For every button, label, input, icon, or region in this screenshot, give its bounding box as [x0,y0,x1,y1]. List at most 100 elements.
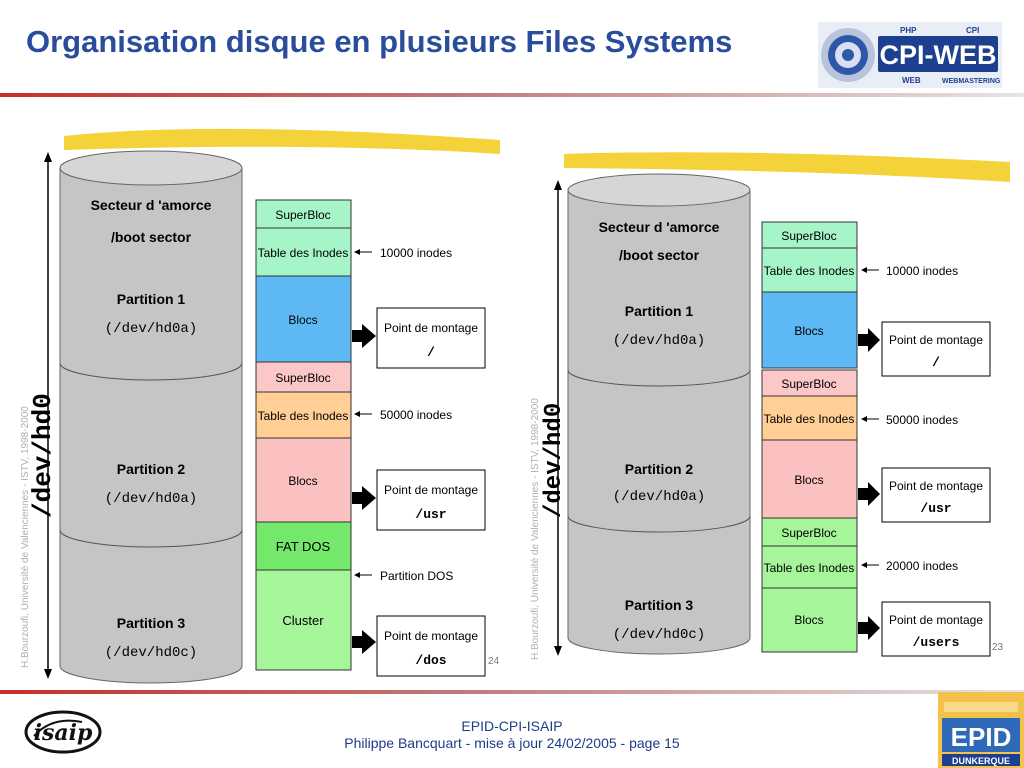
left-block-inodes-2-label: Table des Inodes [258,409,349,423]
right-divider-2 [567,515,751,533]
left-partition2-dev: (/dev/hd0a) [105,491,197,507]
right-mount-1-label: Point de montage [889,333,983,347]
right-block-inodes-3-label: Table des Inodes [764,561,855,575]
left-divider-2 [59,529,243,548]
right-mount-box-1 [881,321,991,377]
right-mount-box-3 [881,601,991,657]
left-mount-1-label: Point de montage [384,321,478,335]
left-divider-1 [59,362,243,381]
left-block-blocs-2 [255,437,352,523]
right-page-number: 23 [992,642,1004,653]
left-highlight-stroke [64,128,500,154]
right-block-blocs-2-label: Blocs [794,473,823,487]
left-partition3-name: Partition 3 [117,615,186,631]
right-mount-box-2 [881,467,991,523]
left-boot-line2: /boot sector [111,229,192,245]
right-partition1-name: Partition 1 [625,303,694,319]
right-block-blocs-1 [761,291,858,369]
left-mount-3-label: Point de montage [384,629,478,643]
footer-line2: Philippe Bancquart - mise à jour 24/02/2… [344,735,680,751]
right-block-blocs-1-label: Blocs [794,324,823,338]
right-boot-line1: Secteur d 'amorce [599,219,720,235]
right-annot-arrowhead-2 [861,416,867,422]
right-mount-arrow-2 [858,482,880,506]
right-mount-arrow-3 [858,616,880,640]
right-axis-arrow-bottom [554,646,562,656]
left-block-blocs-2-label: Blocs [288,474,317,488]
left-block-inodes-1 [255,227,352,277]
left-block-superbloc-2-label: SuperBloc [275,371,330,385]
right-highlight-stroke [564,152,1010,182]
left-axis-arrow-top [44,152,52,162]
right-block-inodes-1-label: Table des Inodes [764,264,855,278]
left-disk-diagram: /dev/hd0 H.Bourzoufi, Université de Vale… [20,128,500,684]
right-block-blocs-3 [761,587,858,653]
left-cylinder-body [59,167,243,684]
right-mount-arrow-1 [858,328,880,352]
right-device-label: /dev/hd0 [541,403,568,518]
right-cylinder-top [567,173,751,207]
left-block-blocs-1-label: Blocs [288,313,317,327]
right-mount-1-path: / [932,355,940,370]
right-cylinder-body [567,189,751,655]
isaip-logo-text: isaip [34,720,93,746]
left-block-fat-dos-label: FAT DOS [276,539,331,554]
cpi-web-logo-php: PHP [900,26,917,35]
right-annot-1: 10000 inodes [886,264,958,278]
left-annot-arrowhead-3 [354,572,360,578]
cpi-web-logo-text: CPI-WEB [880,40,997,70]
right-mount-2-label: Point de montage [889,479,983,493]
right-partition2-dev: (/dev/hd0a) [613,489,705,505]
right-disk-diagram: /dev/hd0 H.Bourzoufi, Université de Vale… [530,152,1010,660]
right-mount-2-path: /usr [920,501,951,516]
right-block-blocs-3-label: Blocs [794,613,823,627]
left-mount-arrow-3 [352,630,376,654]
right-block-inodes-1 [761,247,858,293]
right-partition3-dev: (/dev/hd0c) [613,627,705,643]
slide-title: Organisation disque en plusieurs Files S… [26,24,733,59]
left-mount-arrow-2 [352,486,376,510]
left-partition1-name: Partition 1 [117,291,186,307]
right-block-inodes-3 [761,545,858,589]
left-block-superbloc-1-label: SuperBloc [275,208,330,222]
left-mount-1-path: / [427,345,435,360]
left-partition2-name: Partition 2 [117,461,186,477]
left-block-superbloc-1 [255,199,352,229]
left-credit: H.Bourzoufi, Université de Valenciennes … [20,406,31,668]
right-block-superbloc-2-label: SuperBloc [781,377,836,391]
left-block-inodes-2 [255,391,352,439]
right-mount-3-path: /users [913,635,960,650]
left-page-number: 24 [488,656,500,667]
left-annot-arrowhead-2 [354,411,360,417]
right-annot-3: 20000 inodes [886,559,958,573]
right-divider-1 [567,369,751,387]
left-block-fat-dos [255,521,352,571]
right-credit: H.Bourzoufi, Université de Valenciennes … [530,398,541,660]
right-partition3-name: Partition 3 [625,597,694,613]
epid-logo-text: EPID [951,722,1012,752]
left-block-cluster [255,569,352,671]
left-device-label: /dev/hd0 [28,393,58,518]
right-block-blocs-2 [761,439,858,519]
cpi-web-logo-cpi: CPI [966,26,979,35]
cpi-web-logo-webmastering: WEBMASTERING [942,78,1001,85]
epid-logo: EPID DUNKERQUE [938,692,1024,768]
left-mount-arrow-1 [352,324,376,348]
left-annot-arrowhead-1 [354,249,360,255]
left-axis-arrow-bottom [44,669,52,679]
right-annot-2: 50000 inodes [886,413,958,427]
right-axis-arrow-top [554,180,562,190]
left-annot-1: 10000 inodes [380,246,452,260]
left-boot-line1: Secteur d 'amorce [91,197,212,213]
left-mount-2-path: /usr [415,507,446,522]
left-cylinder-top [59,150,243,186]
left-partition3-dev: (/dev/hd0c) [105,645,197,661]
left-annot-2: 50000 inodes [380,408,452,422]
footer-line1: EPID-CPI-ISAIP [461,718,563,734]
cpi-web-logo: CPI-WEB PHP CPI WEB WEBMASTERING [818,22,1002,88]
header-rule [0,93,1024,97]
right-block-inodes-2-label: Table des Inodes [764,412,855,426]
left-mount-3-path: /dos [415,653,446,668]
epid-logo-subtext: DUNKERQUE [952,756,1010,766]
right-mount-3-label: Point de montage [889,613,983,627]
